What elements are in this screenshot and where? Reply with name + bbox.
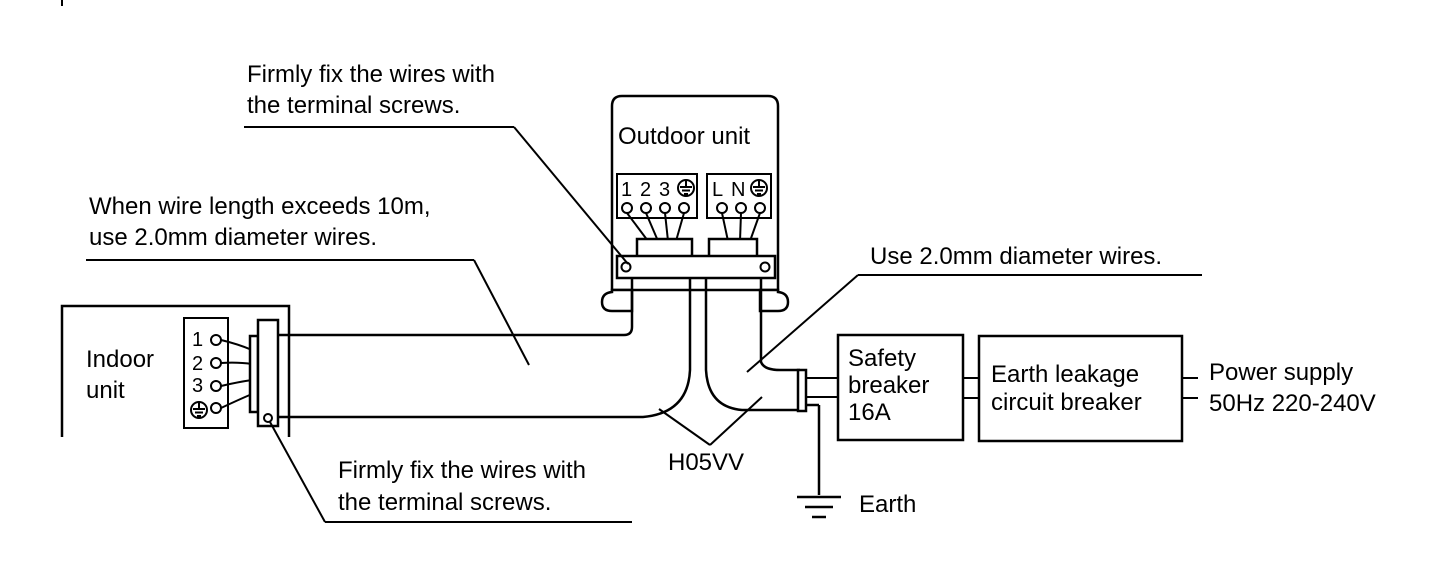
indoor-cord-clamp [256,318,280,428]
callout-indoor-screws-line2: the terminal screws. [338,489,551,516]
elcb-line2: circuit breaker [991,389,1142,416]
outdoor-unit-title: Outdoor unit [618,123,750,150]
indoor-unit: Indoor unit 1 2 3 [60,304,291,437]
indoor-terminal-1-label: 1 [192,329,203,351]
callout-wire-length: When wire length exceeds 10m, use 2.0mm … [86,193,530,366]
safety-breaker-line2: breaker [848,372,929,399]
outdoor-terminal-3-label: 3 [659,179,670,201]
callout-outdoor-screws: Firmly fix the wires with the terminal s… [244,61,629,265]
safety-breaker-line3: 16A [848,399,891,426]
safety-breaker-line1: Safety [848,345,916,372]
earth-terminal-icon [750,179,768,197]
indoor-unit-title-line1: Indoor [86,346,154,373]
earth-leakage-circuit-breaker: Earth leakage circuit breaker [977,334,1184,443]
outdoor-terminal-2-label: 2 [640,179,651,201]
indoor-unit-title-line2: unit [86,377,125,404]
callout-outdoor-screws-line2: the terminal screws. [247,92,460,119]
outdoor-terminal-block-power [706,173,772,219]
callout-indoor-screws: Firmly fix the wires with the terminal s… [269,421,632,523]
cable-type-label: H05VV [668,449,744,476]
connecting-cable [278,278,692,419]
power-cable [704,278,838,495]
safety-breaker: Safety breaker 16A [836,333,965,442]
outdoor-unit: Outdoor unit 1 2 3 L N [600,94,790,313]
elcb-line1: Earth leakage [991,361,1139,388]
outdoor-cord-clamp [615,254,777,280]
earth-terminal-icon [190,401,208,419]
indoor-terminal-block [183,317,229,429]
earth-terminal-icon [677,179,695,197]
outdoor-terminal-n-label: N [731,179,745,201]
power-supply-line1: Power supply [1209,359,1353,386]
callout-cable-type: H05VV [658,396,763,476]
callout-wire-length-line2: use 2.0mm diameter wires. [89,224,377,251]
indoor-terminal-2-label: 2 [192,353,203,375]
ground-symbol-icon [797,495,841,519]
outdoor-terminal-block-signal [616,173,698,219]
outdoor-terminal-l-label: L [712,179,723,201]
callout-wire-length-line1: When wire length exceeds 10m, [89,193,431,220]
callout-power-wire-text: Use 2.0mm diameter wires. [870,243,1162,270]
power-supply-line2: 50Hz 220-240V [1209,390,1376,417]
indoor-terminal-3-label: 3 [192,375,203,397]
earth-label: Earth [859,491,916,518]
outdoor-terminal-1-label: 1 [621,179,632,201]
callout-outdoor-screws-line1: Firmly fix the wires with [247,61,495,88]
callout-indoor-screws-line1: Firmly fix the wires with [338,457,586,484]
callout-power-wire: Use 2.0mm diameter wires. [746,243,1202,373]
